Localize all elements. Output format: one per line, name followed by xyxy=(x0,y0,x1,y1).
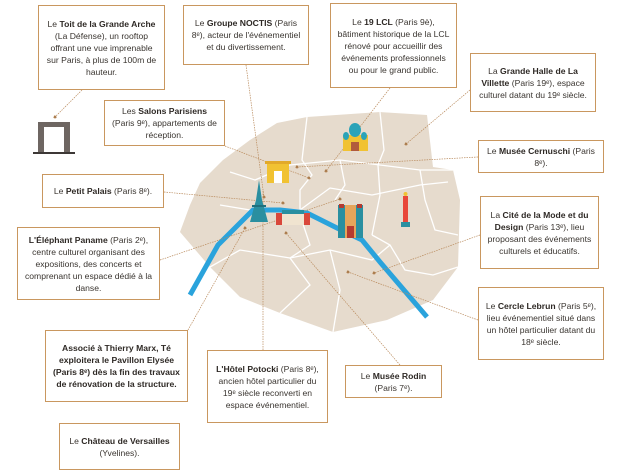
label-prefix: La xyxy=(490,209,503,220)
venue-name: Cercle Lebrun xyxy=(497,300,556,311)
venue-name: L'Éléphant Paname xyxy=(28,234,108,245)
venue-name: Cité de la Mode et du Design xyxy=(494,209,589,232)
venue-musee-cernuschi: Le Musée Cernuschi (Paris 8ᵉ). xyxy=(478,140,604,173)
venue-description: (Paris 13ᵉ), lieu proposant des événemen… xyxy=(487,221,592,256)
venue-description: (La Défense), un rooftop offrant une vue… xyxy=(46,30,157,77)
venue-name: Petit Palais xyxy=(65,186,112,196)
sacre-coeur-icon xyxy=(343,123,368,151)
notre-dame-icon xyxy=(338,204,363,238)
label-prefix: Le xyxy=(47,18,60,29)
venue-description: (Yvelines). xyxy=(99,447,140,458)
label-prefix: Le xyxy=(53,186,66,196)
venue-grande-halle-villette: La Grande Halle de La Villette (Paris 19… xyxy=(470,53,596,112)
venue-description: (Paris 8ᵉ). xyxy=(111,186,153,196)
venue-chateau-versailles: Le Château de Versailles (Yvelines). xyxy=(59,423,180,470)
venue-petit-palais: Le Petit Palais (Paris 8ᵉ). xyxy=(42,174,164,208)
venue-name: Musée Rodin xyxy=(372,370,427,381)
venue-name: Associé à Thierry Marx, Té exploitera le… xyxy=(53,343,180,389)
label-prefix: Le xyxy=(69,435,82,446)
venue-salons-parisiens: Les Salons Parisiens (Paris 9ᵉ), apparte… xyxy=(104,100,225,146)
label-prefix: Le xyxy=(485,300,498,311)
venue-description: (Paris 8ᵉ). xyxy=(534,145,595,168)
arc-de-triomphe-icon xyxy=(265,161,291,183)
venue-cite-mode-design: La Cité de la Mode et du Design (Paris 1… xyxy=(480,196,599,269)
venue-name: Musée Cernuschi xyxy=(498,145,571,156)
venue-description: (Paris 9è), bâtiment historique de la LC… xyxy=(337,16,450,75)
grande-arche-icon xyxy=(33,122,75,154)
petit-palais-icon xyxy=(276,210,310,225)
venue-description: (Paris 5ᵉ), lieu événementiel situé dans… xyxy=(486,300,597,347)
bastille-column-icon xyxy=(401,192,410,227)
arrondissement-borders xyxy=(209,111,459,333)
venue-name: Groupe NOCTIS xyxy=(206,18,273,28)
venue-description: (Paris 7ᵉ). xyxy=(374,382,413,393)
venue-name: 19 LCL xyxy=(364,16,393,27)
venue-description: (Paris 9ᵉ), appartements de réception. xyxy=(112,118,217,140)
eiffel-tower-icon xyxy=(250,180,268,222)
venue-pavillon-elysee: Associé à Thierry Marx, Té exploitera le… xyxy=(45,330,188,402)
venue-groupe-noctis: Le Groupe NOCTIS (Paris 8ᵉ), acteur de l… xyxy=(183,5,309,65)
label-prefix: Le xyxy=(487,145,499,156)
venue-toit-grande-arche: Le Toit de la Grande Arche (La Défense),… xyxy=(38,5,165,90)
venue-name: Grande Halle de La Villette xyxy=(481,65,578,88)
venue-description: (Paris 19ᵉ), espace culturel datant du 1… xyxy=(479,77,587,100)
venue-description: (Paris 8ᵉ), acteur de l'événementiel et … xyxy=(191,18,301,52)
venue-name: L'Hôtel Potocki xyxy=(216,363,279,374)
venue-cercle-lebrun: Le Cercle Lebrun (Paris 5ᵉ), lieu événem… xyxy=(478,287,604,360)
venue-name: Toit de la Grande Arche xyxy=(59,18,156,29)
venue-19-lcl: Le 19 LCL (Paris 9è), bâtiment historiqu… xyxy=(330,3,457,88)
label-prefix: Le xyxy=(360,370,373,381)
label-prefix: La xyxy=(488,65,501,76)
label-prefix: Les xyxy=(121,106,139,116)
venue-hotel-potocki: L'Hôtel Potocki (Paris 8ᵉ), ancien hôtel… xyxy=(207,350,328,423)
venue-musee-rodin: Le Musée Rodin (Paris 7ᵉ). xyxy=(345,365,442,398)
label-prefix: Le xyxy=(194,18,207,28)
label-prefix: Le xyxy=(352,16,365,27)
venue-description: (Paris 8ᵉ), ancien hôtel particulier du … xyxy=(218,363,319,410)
venue-description: (Paris 2ᵉ), centre culturel organisant d… xyxy=(24,234,153,293)
venue-elephant-paname: L'Éléphant Paname (Paris 2ᵉ), centre cul… xyxy=(17,227,160,300)
venue-name: Château de Versailles xyxy=(81,435,170,446)
venue-name: Salons Parisiens xyxy=(138,106,208,116)
